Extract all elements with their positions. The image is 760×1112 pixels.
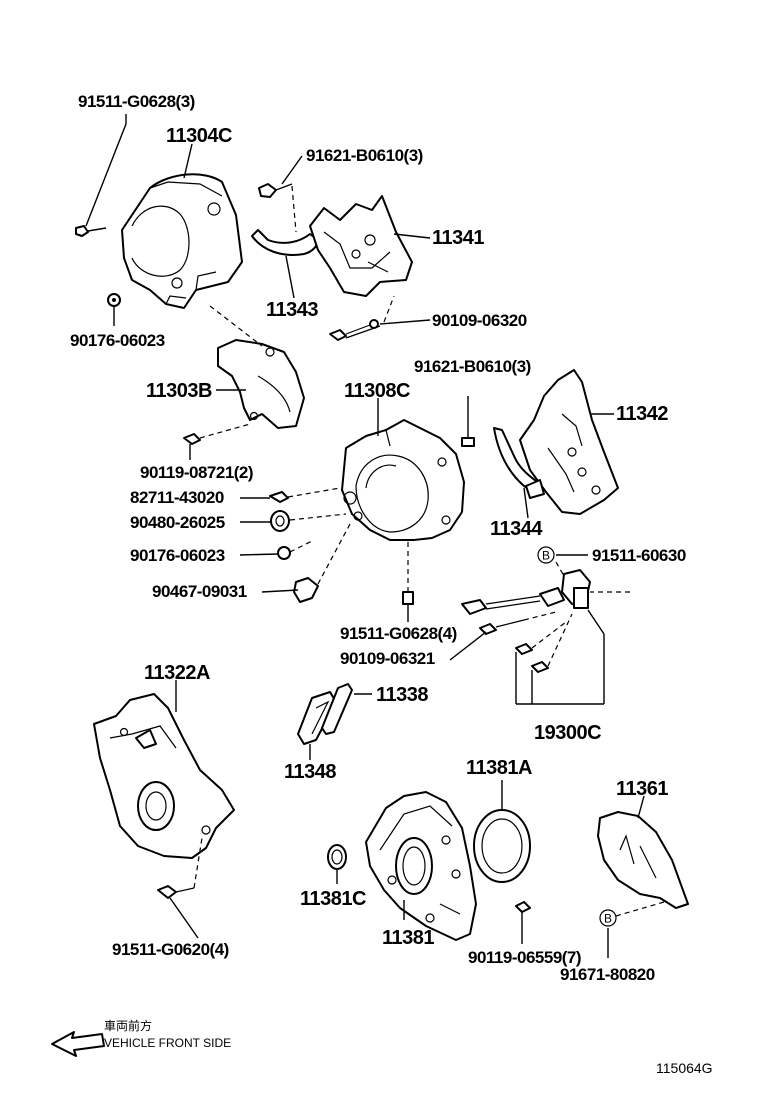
label-90109-06321: 90109-06321 <box>340 649 435 668</box>
front-arrow-icon <box>51 1031 105 1057</box>
part-11381c-drawing <box>327 844 347 870</box>
bolt-91621-b0610-top <box>258 183 297 233</box>
b-marker-top: B <box>537 546 555 564</box>
part-11342-drawing <box>519 369 619 515</box>
part-11308c-drawing <box>341 419 465 541</box>
part-11381a-drawing <box>473 809 531 883</box>
label-11342: 11342 <box>616 403 668 425</box>
part-11304c-drawing <box>121 173 243 309</box>
label-11348: 11348 <box>284 761 336 783</box>
label-90109-06320: 90109-06320 <box>432 311 527 330</box>
part-11303b-drawing <box>217 339 305 429</box>
label-90176-06023-mid: 90176-06023 <box>130 546 225 565</box>
part-11338-drawing <box>321 683 353 735</box>
label-91511-g0628-3: 91511-G0628(3) <box>78 92 195 111</box>
label-90176-06023-top: 90176-06023 <box>70 331 165 350</box>
label-91511-60630: 91511-60630 <box>592 546 686 565</box>
label-82711-43020: 82711-43020 <box>130 488 224 507</box>
label-11303b: 11303B <box>146 380 212 402</box>
label-11344: 11344 <box>490 518 543 540</box>
diagram-id: 115064G <box>656 1060 713 1076</box>
part-11348-drawing <box>297 691 337 745</box>
label-91621-b0610-3-top: 91621-B0610(3) <box>306 146 423 165</box>
label-11381: 11381 <box>382 927 434 949</box>
part-11322a-drawing <box>93 693 235 859</box>
bolt-91511-g0628-top <box>75 225 107 237</box>
label-90119-06559-7: 90119-06559(7) <box>468 948 581 967</box>
bolt-91511-g0620 <box>157 837 203 899</box>
bolt-91621-b0610-mid <box>461 396 475 447</box>
part-11344-drawing <box>493 427 545 499</box>
label-11381c: 11381C <box>300 888 366 910</box>
nut-90176-06023-mid <box>277 539 315 560</box>
legend-japanese: 車両前方 <box>104 1018 152 1033</box>
b-marker-bottom: B <box>599 909 617 927</box>
bolt-90119-08721 <box>183 423 251 445</box>
label-90467-09031: 90467-09031 <box>152 582 247 601</box>
label-11338: 11338 <box>376 684 428 706</box>
label-91671-80820: 91671-80820 <box>560 965 655 984</box>
label-11381a: 11381A <box>466 757 532 779</box>
legend-english: VEHICLE FRONT SIDE <box>104 1036 231 1050</box>
bolt-90109-06321 <box>479 611 557 635</box>
clamp-90467-09031 <box>293 523 351 603</box>
label-90480-26025: 90480-26025 <box>130 513 225 532</box>
vehicle-front-legend: 車両前方 VEHICLE FRONT SIDE <box>51 1018 231 1057</box>
bolts-19300c <box>515 613 573 673</box>
part-11381-drawing <box>365 791 477 941</box>
callout-labels: 91511-G0628(3) 11304C 91621-B0610(3) 113… <box>70 92 686 984</box>
part-19300c-drawing <box>461 561 630 615</box>
label-11343: 11343 <box>266 299 318 321</box>
nut-90176-06023-top <box>107 293 121 307</box>
part-11341-drawing <box>309 195 413 297</box>
part-11361-drawing <box>597 811 689 909</box>
label-11322a: 11322A <box>144 662 210 684</box>
bolt-91511-g0628-mid <box>402 542 414 605</box>
b-marker-bottom-text: B <box>604 912 612 926</box>
bolt-90119-06559 <box>515 901 531 913</box>
grommet-90480-26025 <box>270 510 347 532</box>
label-11341: 11341 <box>432 227 484 249</box>
label-91511-g0628-4: 91511-G0628(4) <box>340 624 457 643</box>
label-11304c: 11304C <box>166 125 232 147</box>
label-91621-b0610-3-mid: 91621-B0610(3) <box>414 357 531 376</box>
part-11343-drawing <box>251 229 319 256</box>
leader-lines <box>85 114 665 958</box>
bolt-90109-06320 <box>329 295 395 341</box>
label-11308c: 11308C <box>344 380 410 402</box>
label-91511-g0620-4: 91511-G0620(4) <box>112 940 229 959</box>
clip-82711-43020 <box>269 487 341 503</box>
label-11361: 11361 <box>616 778 668 800</box>
b-marker-top-text: B <box>542 549 550 563</box>
label-19300c: 19300C <box>534 722 601 744</box>
label-90119-08721-2: 90119-08721(2) <box>140 463 253 482</box>
